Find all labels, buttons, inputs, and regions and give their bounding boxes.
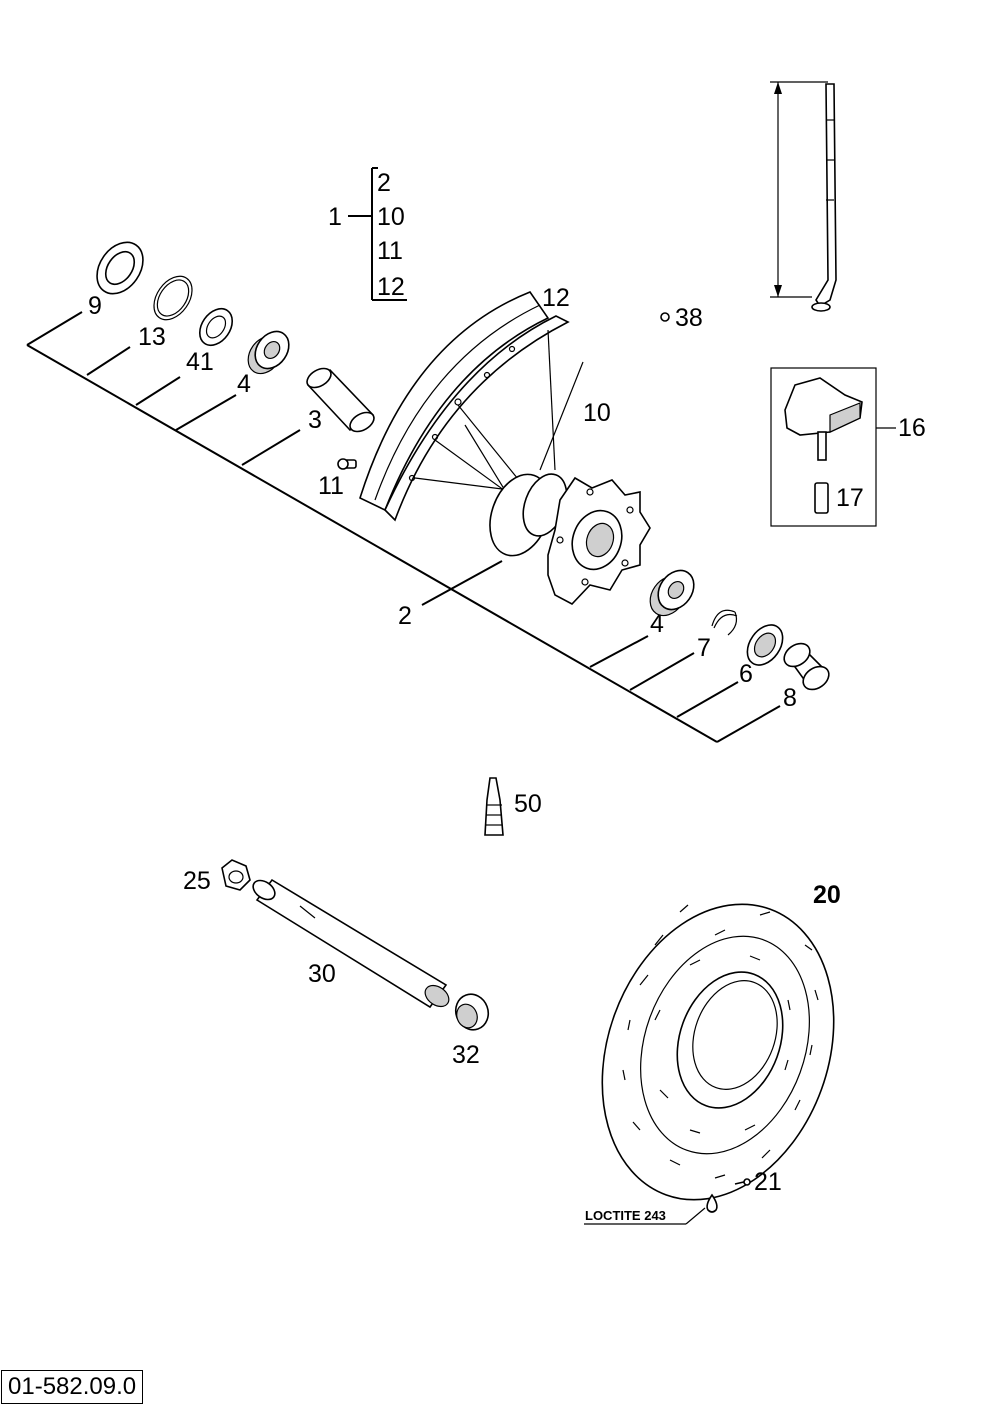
- label-8: 8: [783, 684, 797, 712]
- shaft-seal-6: [746, 624, 784, 666]
- label-38: 38: [675, 304, 703, 332]
- loctite-note: LOCTITE 243: [585, 1208, 666, 1223]
- spoke-nipple-11: [337, 458, 357, 470]
- label-2: 2: [398, 602, 412, 630]
- reference-number: 01-582.09.0: [1, 1370, 144, 1404]
- wheel-rim-12: [359, 291, 570, 522]
- kit-item-12: 12: [377, 273, 405, 301]
- nipple-38: [660, 312, 670, 322]
- label-3: 3: [308, 406, 322, 434]
- label-12: 12: [542, 284, 570, 312]
- label-10: 10: [583, 399, 611, 427]
- label-21: 21: [754, 1168, 782, 1196]
- label-50: 50: [514, 790, 542, 818]
- valve-kit-box: [770, 367, 896, 527]
- kit-bracket: [348, 167, 407, 301]
- bearing-4-left: [247, 330, 290, 375]
- brake-disc-20: [601, 903, 835, 1201]
- spacer-8: [783, 642, 830, 691]
- label-4-right: 4: [650, 610, 664, 638]
- label-25: 25: [183, 867, 211, 895]
- label-9: 9: [88, 292, 102, 320]
- label-17: 17: [836, 484, 864, 512]
- spacer-32: [454, 993, 490, 1031]
- assembly-axis-line: [26, 311, 781, 743]
- label-20: 20: [813, 881, 841, 909]
- axle-30: [252, 878, 450, 1009]
- shaft-seal-9: [96, 241, 144, 295]
- kit-item-11: 11: [377, 237, 403, 265]
- circlip-7: [711, 609, 738, 636]
- label-7: 7: [697, 634, 711, 662]
- bearing-4-right: [649, 569, 695, 617]
- kit-item-10: 10: [377, 203, 405, 231]
- label-41: 41: [186, 348, 214, 376]
- label-13: 13: [138, 323, 166, 351]
- wheel-hub-2: [489, 473, 651, 605]
- loctite-drop: [584, 1193, 718, 1225]
- label-32: 32: [452, 1041, 480, 1069]
- label-4-left: 4: [237, 370, 251, 398]
- label-1: 1: [328, 203, 342, 231]
- label-30: 30: [308, 960, 336, 988]
- label-6: 6: [739, 660, 753, 688]
- lock-washer-41: [198, 307, 234, 347]
- disc-screw-21: [734, 1178, 751, 1186]
- spoke-dimension: [770, 81, 837, 312]
- circlip-13: [153, 275, 193, 321]
- tube-50: [484, 777, 504, 836]
- kit-item-2: 2: [377, 169, 391, 197]
- label-16: 16: [898, 414, 926, 442]
- label-11: 11: [318, 472, 344, 500]
- axle-nut-25: [221, 859, 251, 891]
- spacer-sleeve-3: [306, 367, 375, 433]
